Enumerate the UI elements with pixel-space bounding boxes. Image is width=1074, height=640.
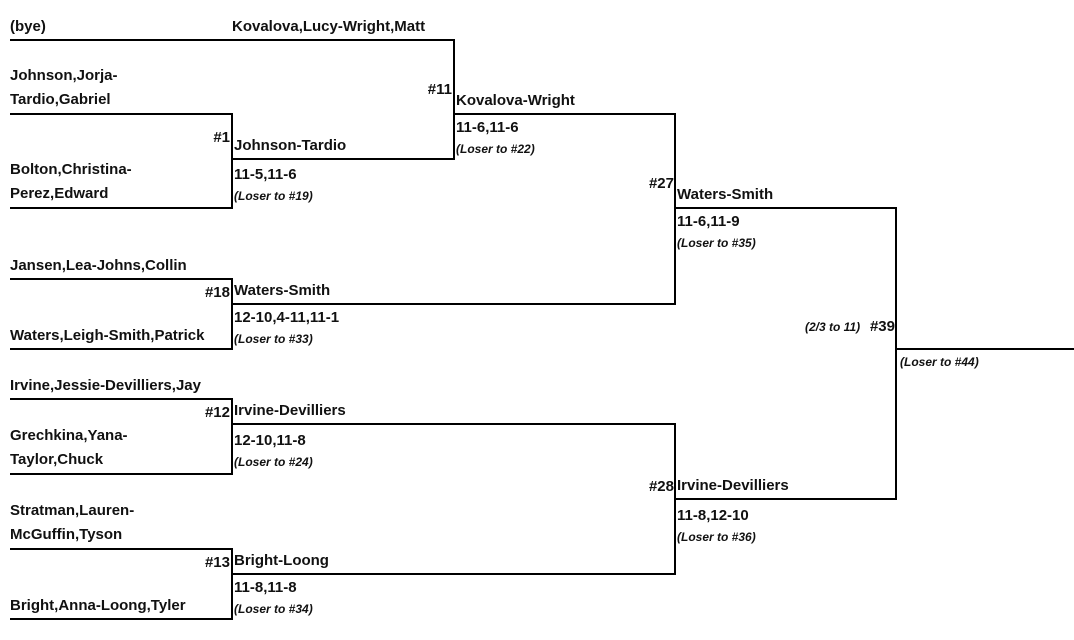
match-number-27: #27 bbox=[648, 175, 674, 192]
winner-m11: Kovalova-Wright bbox=[456, 92, 575, 109]
entry-stratman-mcguffin: Stratman,Lauren- McGuffin,Tyson bbox=[10, 502, 135, 543]
entry-grechkina-taylor: Grechkina,Yana- Taylor,Chuck bbox=[10, 427, 128, 468]
score-m18: 12-10,4-11,11-1 bbox=[234, 309, 340, 326]
entry-waters-smith: Waters,Leigh-Smith,Patrick bbox=[10, 327, 205, 344]
entry-irvine-devilliers: Irvine,Jessie-Devilliers,Jay bbox=[10, 377, 201, 394]
winner-m27: Waters-Smith bbox=[677, 186, 774, 203]
entry-jansen-johns: Jansen,Lea-Johns,Collin bbox=[10, 257, 187, 274]
winner-m18: Waters-Smith bbox=[234, 282, 331, 299]
winner-m28: Irvine-Devilliers bbox=[677, 477, 789, 494]
winner-m1: Johnson-Tardio bbox=[234, 137, 347, 154]
loser-note-m12: (Loser to #24) bbox=[234, 455, 313, 469]
line-m12 bbox=[10, 398, 233, 475]
score-m1: 11-5,11-6 bbox=[234, 166, 297, 183]
score-m27: 11-6,11-9 bbox=[677, 213, 740, 230]
loser-note-m1: (Loser to #19) bbox=[234, 189, 313, 203]
winner-m13: Bright-Loong bbox=[234, 552, 329, 569]
line-bye-to-m11 bbox=[10, 39, 455, 160]
line-m18 bbox=[10, 278, 233, 350]
match-number-1: #1 bbox=[213, 129, 230, 146]
entry-bolton-perez: Bolton,Christina- Perez,Edward bbox=[10, 161, 132, 202]
score-m11: 11-6,11-6 bbox=[456, 119, 519, 136]
winner-m12: Irvine-Devilliers bbox=[234, 402, 346, 419]
entry-bye: (bye) bbox=[10, 18, 46, 35]
line-m1 bbox=[10, 113, 233, 209]
loser-note-m39: (Loser to #44) bbox=[900, 355, 979, 369]
entry-bright-loong: Bright,Anna-Loong,Tyler bbox=[10, 597, 186, 614]
score-m13: 11-8,11-8 bbox=[234, 579, 297, 596]
format-note-m39: (2/3 to 11) bbox=[805, 320, 861, 334]
match-number-18: #18 bbox=[204, 284, 230, 301]
loser-note-m13: (Loser to #34) bbox=[234, 602, 313, 616]
match-number-39: #39 bbox=[869, 318, 895, 335]
loser-note-m18: (Loser to #33) bbox=[234, 332, 313, 346]
match-number-12: #12 bbox=[204, 404, 230, 421]
score-m28: 11-8,12-10 bbox=[677, 507, 749, 524]
loser-note-m27: (Loser to #35) bbox=[677, 236, 756, 250]
match-number-11: #11 bbox=[427, 81, 452, 98]
loser-note-m28: (Loser to #36) bbox=[677, 530, 756, 544]
entry-johnson-tardio: Johnson,Jorja- Tardio,Gabriel bbox=[10, 67, 118, 108]
match-number-28: #28 bbox=[648, 478, 674, 495]
entry-kovalova-wright: Kovalova,Lucy-Wright,Matt bbox=[232, 18, 426, 35]
line-m13 bbox=[10, 548, 233, 620]
loser-note-m11: (Loser to #22) bbox=[456, 142, 535, 156]
match-number-13: #13 bbox=[204, 554, 230, 571]
line-m39 bbox=[675, 207, 897, 500]
score-m12: 12-10,11-8 bbox=[234, 432, 306, 449]
